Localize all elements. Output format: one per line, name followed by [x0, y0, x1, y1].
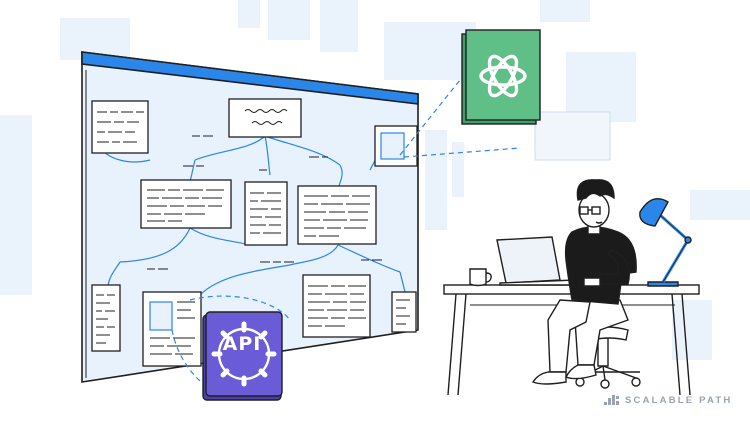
brand-logo: SCALABLE PATH: [604, 393, 732, 407]
brand-mark-spacer: [604, 393, 620, 407]
board-cards: [91, 98, 418, 367]
api-gear-icon: [211, 321, 277, 387]
coffee-mug-icon: [469, 268, 492, 287]
developer-person: [531, 179, 637, 385]
desk-lamp: [639, 198, 692, 287]
openai-logo-icon: [461, 29, 541, 125]
api-badge: [202, 311, 283, 401]
scribble-text: [96, 109, 410, 355]
background-shapes: [0, 0, 750, 360]
scalable-path-logo-icon: [604, 395, 619, 405]
laptop: [496, 236, 580, 286]
board-image-placeholders: [149, 132, 405, 331]
brand-name: SCALABLE PATH: [625, 394, 733, 406]
